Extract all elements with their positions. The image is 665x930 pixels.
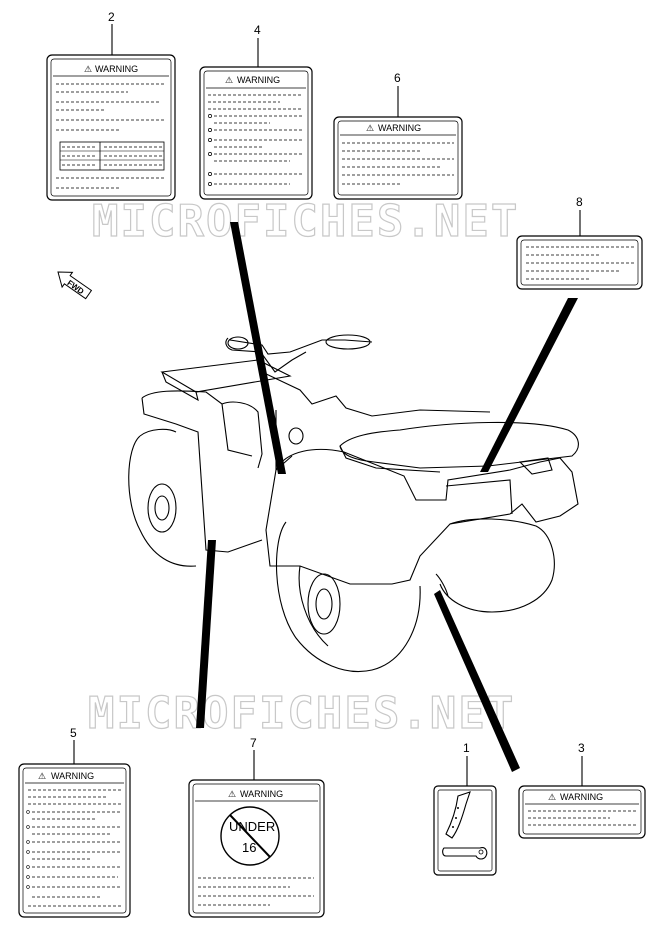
callout-3: 3 <box>578 741 585 755</box>
callout-6: 6 <box>394 71 401 85</box>
label-3-header: WARNING <box>560 792 603 802</box>
callout-7: 7 <box>250 736 257 750</box>
fwd-arrow-icon: FWD <box>57 271 93 300</box>
callout-1: 1 <box>463 741 470 755</box>
svg-text:⚠: ⚠ <box>548 792 556 802</box>
label-2-header: WARNING <box>95 64 138 74</box>
callout-2: 2 <box>108 10 115 24</box>
tool-icon <box>442 791 488 860</box>
callout-5: 5 <box>70 726 77 740</box>
atv-illustration <box>128 334 579 673</box>
svg-text:⚠: ⚠ <box>228 789 236 799</box>
age-text: 16 <box>242 840 256 855</box>
under-16-prohibition-icon: UNDER 16 <box>220 806 280 866</box>
label-5: 5 ⚠ WARNING <box>18 726 131 918</box>
watermark-top: MICROFICHES.NET <box>92 196 519 247</box>
label-4-header: WARNING <box>237 75 280 85</box>
callout-8: 8 <box>576 195 583 209</box>
watermark-bottom: MICROFICHES.NET <box>88 688 515 739</box>
svg-text:⚠: ⚠ <box>225 75 233 85</box>
label-6-header: WARNING <box>378 123 421 133</box>
callout-4: 4 <box>254 23 261 37</box>
label-6: 6 ⚠ WARNING <box>333 71 463 200</box>
svg-text:⚠: ⚠ <box>366 123 374 133</box>
leader-lines <box>196 222 578 772</box>
label-5-header: WARNING <box>51 771 94 781</box>
svg-text:⚠: ⚠ <box>38 771 46 781</box>
label-1: 1 <box>433 741 497 876</box>
label-7: 7 ⚠ WARNING UNDER 16 <box>188 736 325 918</box>
label-2: 2 ⚠ WARNING <box>46 10 176 201</box>
label-3: 3 ⚠ WARNING <box>518 741 646 839</box>
label-7-header: WARNING <box>240 789 283 799</box>
under-text: UNDER <box>229 819 275 834</box>
svg-text:⚠: ⚠ <box>84 64 92 74</box>
label-4: 4 ⚠ WARNING <box>199 23 313 200</box>
label-8: 8 <box>516 195 643 290</box>
